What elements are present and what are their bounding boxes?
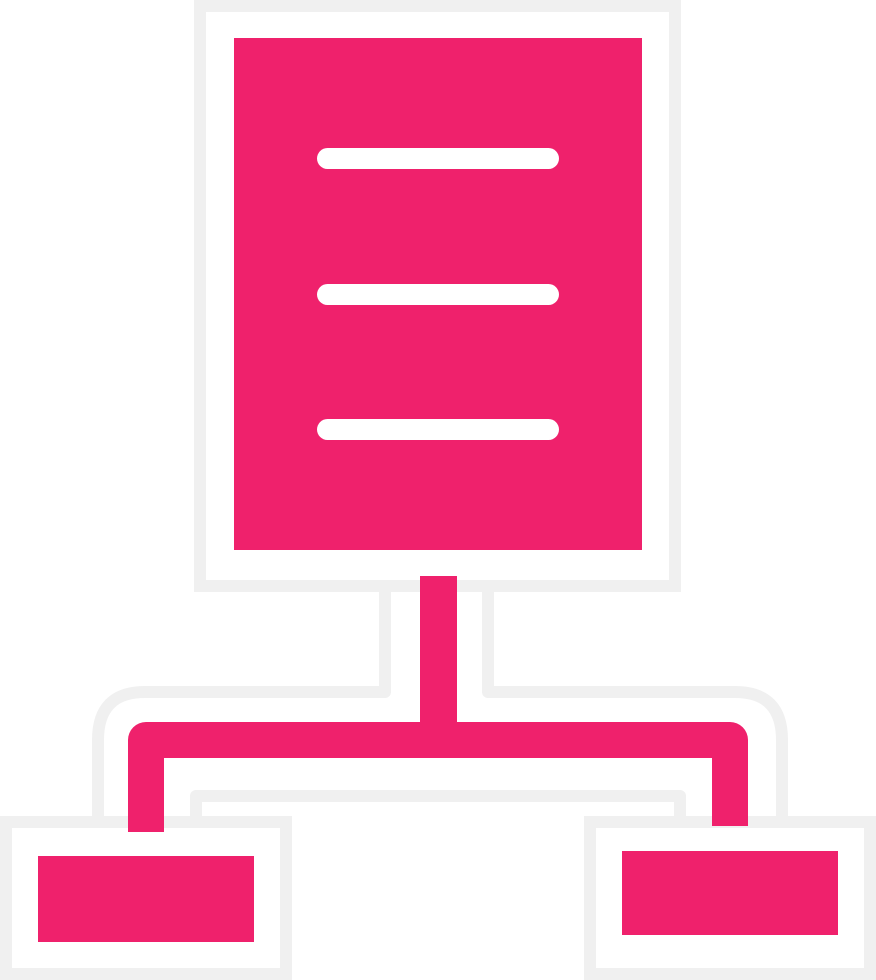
connector-branch bbox=[128, 722, 748, 832]
connector-outline bbox=[92, 586, 788, 822]
document-icon bbox=[234, 38, 642, 550]
right-child-box bbox=[622, 851, 838, 935]
left-child-box bbox=[38, 856, 254, 942]
connector-icon bbox=[128, 576, 748, 832]
document-line-2 bbox=[317, 284, 559, 305]
document-line-1 bbox=[317, 148, 559, 169]
document-line-3 bbox=[317, 419, 559, 440]
inner-bracket-outline bbox=[190, 790, 686, 822]
connector-stem bbox=[420, 576, 457, 730]
